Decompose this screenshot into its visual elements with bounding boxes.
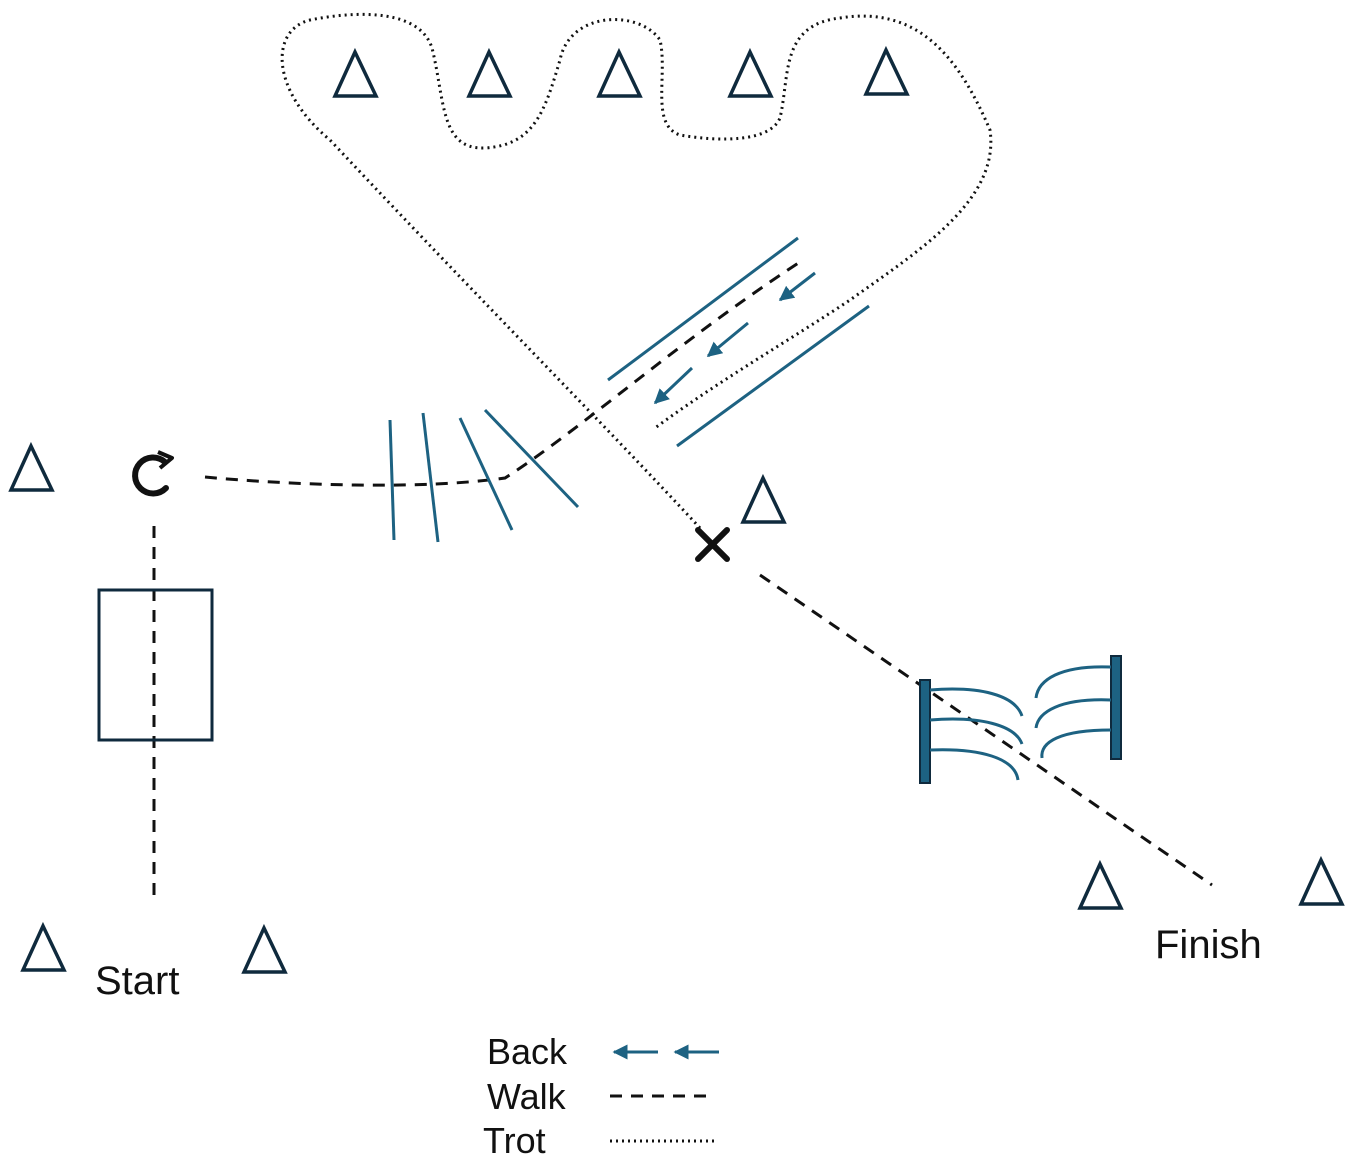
turn-around-icon (132, 454, 169, 497)
trot-path (280, 12, 993, 530)
legend-walk-label: Walk (487, 1076, 567, 1117)
triangle-cone-icon (332, 47, 379, 98)
legend-back-label: Back (487, 1031, 568, 1072)
triangle-cone-icon (1077, 859, 1124, 910)
start-box-obstacle (97, 588, 214, 742)
triangle-cone-icon (20, 921, 67, 972)
triangle-cone-icon (241, 923, 288, 974)
ground-poles-obstacle (388, 408, 580, 543)
triangle-cone-icon (740, 473, 787, 524)
triangle-cone-icon (1298, 855, 1345, 906)
triangle-cone-icon (466, 47, 513, 98)
triangle-cone-icon (727, 47, 774, 98)
legend: Back Walk Trot (483, 1031, 719, 1157)
triangle-cone-icon (596, 47, 643, 98)
cones (8, 45, 1345, 974)
back-through-rails-obstacle (607, 236, 870, 448)
start-label: Start (95, 959, 179, 1003)
back-arrows (653, 271, 816, 405)
walk-path-to-finish (759, 573, 1213, 887)
walk-path-turn-to-gate (204, 260, 801, 487)
x-mark-icon (695, 527, 730, 562)
bridge-obstacle (919, 655, 1122, 784)
triangle-cone-icon (8, 441, 55, 492)
legend-trot-label: Trot (483, 1120, 546, 1157)
finish-label: Finish (1155, 923, 1262, 967)
triangle-cone-icon (863, 45, 910, 96)
